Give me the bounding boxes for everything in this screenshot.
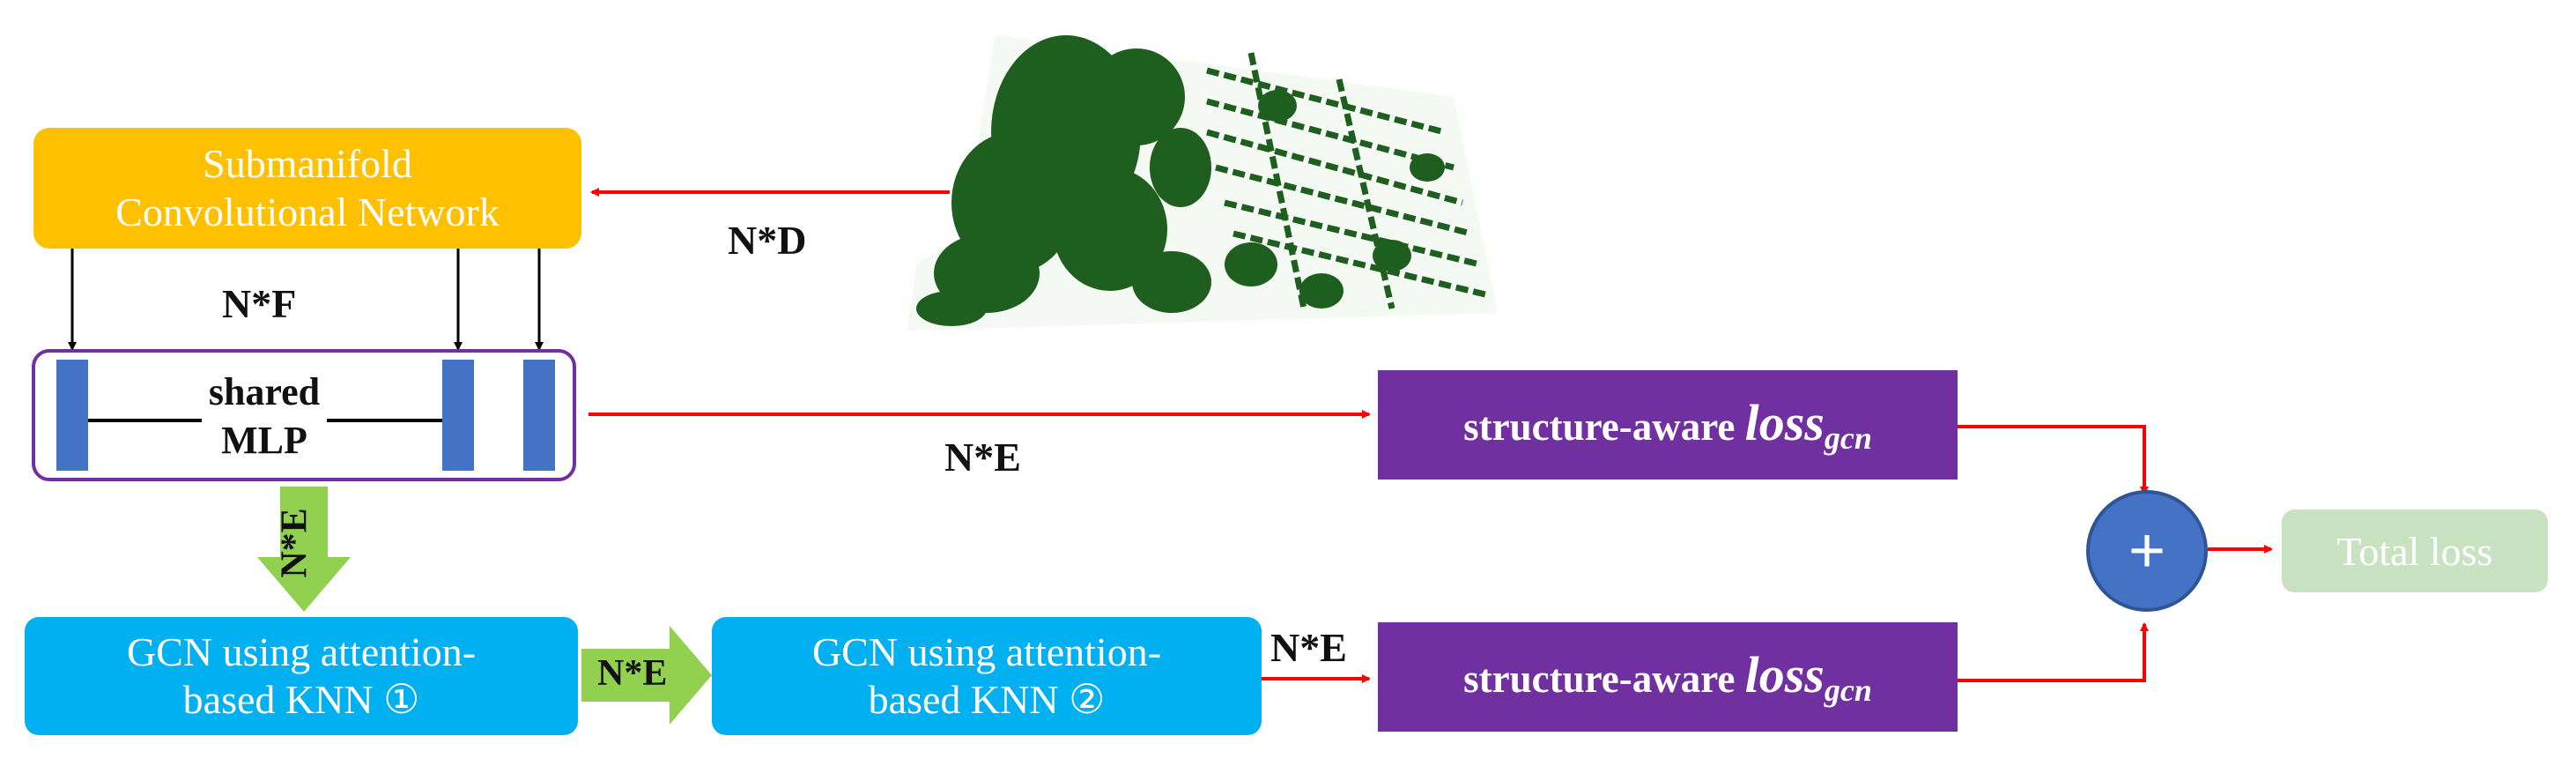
- node-structure-aware-loss-bottom: structure-aware lossgcn: [1378, 622, 1958, 732]
- label-ne-mid: N*E: [944, 435, 1021, 480]
- node-submanifold-conv-network: Submanifold Convolutional Network: [33, 128, 581, 249]
- label-ne-bottom: N*E: [1270, 625, 1347, 670]
- node-total-loss: Total loss: [2282, 509, 2548, 592]
- loss-symbol: loss: [1744, 394, 1825, 451]
- label-nf: N*F: [222, 281, 297, 326]
- loss-subscript: gcn: [1824, 673, 1872, 708]
- node-sum-plus: +: [2086, 490, 2208, 612]
- mlp-line-1: shared: [201, 368, 328, 416]
- mlp-bar-1: [56, 360, 88, 471]
- edge-mlp-to-gcn1: [257, 487, 351, 612]
- node-shared-mlp: shared MLP: [159, 356, 370, 476]
- label-ne-vertical: N*E: [274, 508, 315, 578]
- node-label: GCN using attention- based KNN ②: [811, 628, 1162, 722]
- point-cloud-image: [907, 35, 1498, 331]
- node-gcn-2: GCN using attention- based KNN ②: [712, 617, 1262, 735]
- label-ne-horizontal: N*E: [597, 653, 668, 694]
- loss-prefix: structure-aware: [1463, 657, 1736, 701]
- node-gcn-1: GCN using attention- based KNN ①: [25, 617, 578, 735]
- node-label: GCN using attention- based KNN ①: [126, 628, 477, 722]
- mlp-bar-3: [523, 360, 555, 471]
- mlp-line-2: MLP: [201, 416, 328, 465]
- label-nd: N*D: [728, 218, 807, 263]
- mlp-bar-2: [442, 360, 474, 471]
- loss-subscript: gcn: [1824, 420, 1872, 456]
- node-label: Total loss: [2336, 528, 2493, 574]
- node-label: Submanifold Convolutional Network: [115, 141, 500, 234]
- loss-symbol: loss: [1744, 646, 1825, 703]
- node-structure-aware-loss-top: structure-aware lossgcn: [1378, 370, 1958, 480]
- loss-prefix: structure-aware: [1463, 405, 1736, 449]
- plus-icon: +: [2128, 516, 2166, 586]
- edge-loss-bottom-to-plus: [1958, 622, 2149, 682]
- edge-gcn1-to-gcn2: [581, 626, 712, 725]
- edge-loss-top-to-plus: [1958, 425, 2149, 495]
